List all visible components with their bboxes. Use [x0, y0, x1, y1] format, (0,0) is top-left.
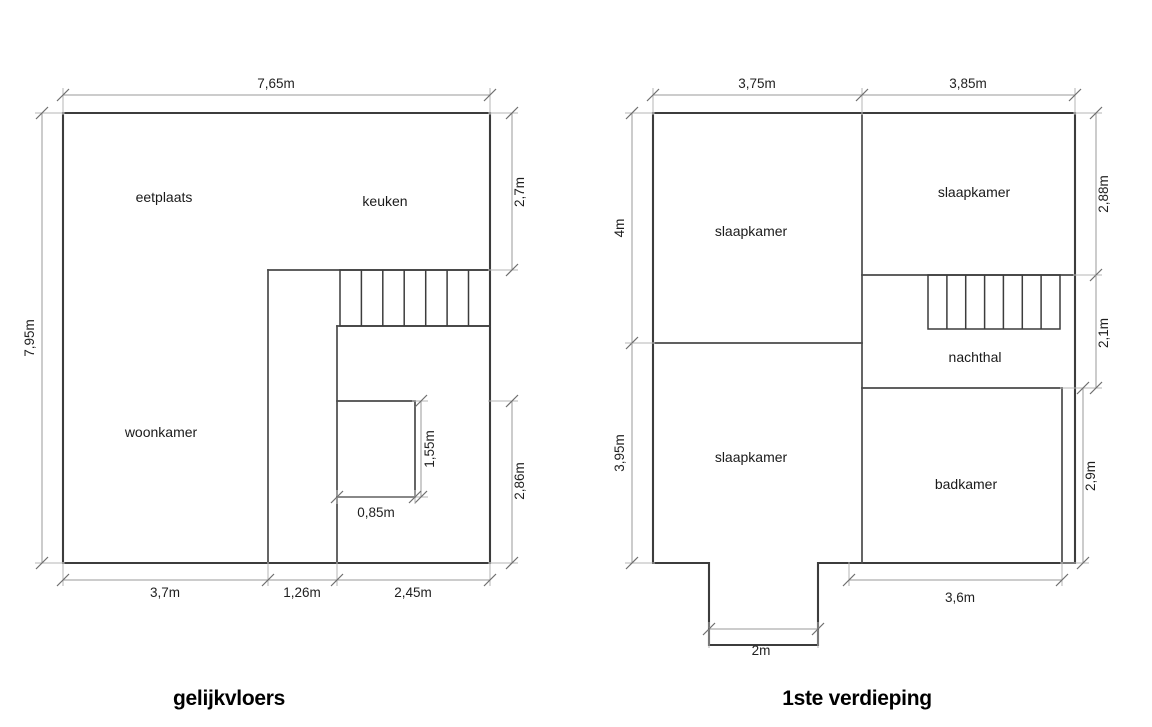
first-dim-right-mid-label: 2,1m	[1096, 318, 1111, 348]
ground-staircase	[339, 269, 491, 327]
room-label-slaapkamer-left-bottom: slaapkamer	[715, 449, 788, 465]
ground-dim-inner-height-label: 1,55m	[422, 430, 437, 468]
ground-dim-right-lower-label: 2,86m	[512, 462, 527, 500]
first-staircase	[927, 274, 1061, 330]
first-dim-top-right-label: 3,85m	[949, 76, 987, 91]
ground-dim-top: 7,65m	[56, 76, 497, 115]
first-floor-outline	[651, 111, 1077, 647]
first-dim-right-upper: 2,88m	[1073, 106, 1111, 282]
room-label-woonkamer: woonkamer	[124, 424, 198, 440]
room-label-keuken: keuken	[362, 193, 407, 209]
room-label-nachthal: nachthal	[949, 349, 1002, 365]
first-dim-right-lower: 2,9m	[1060, 381, 1098, 570]
first-dim-left-lower: 3,95m	[612, 343, 655, 570]
ground-dim-right-lower: 2,86m	[488, 394, 527, 570]
first-dim-notch: 2m	[702, 622, 825, 658]
first-dim-left-upper-label: 4m	[612, 219, 627, 238]
ground-wc-outline	[336, 400, 416, 498]
plan-title-gelijkvloers: gelijkvloers	[173, 687, 285, 710]
ground-floor-outline	[61, 111, 492, 565]
first-floor-plan: 3,75m 3,85m 4m 3,95m	[612, 76, 1111, 710]
ground-dim-top-label: 7,65m	[257, 76, 295, 91]
first-dim-top-left-label: 3,75m	[738, 76, 776, 91]
ground-dim-bottom-right-label: 2,45m	[394, 585, 432, 600]
first-dim-bottom-right: 3,6m	[842, 562, 1069, 605]
ground-dim-right-upper-label: 2,7m	[512, 177, 527, 207]
first-dim-notch-label: 2m	[752, 643, 771, 658]
room-label-slaapkamer-left-top: slaapkamer	[715, 223, 788, 239]
first-dim-top: 3,75m 3,85m	[646, 76, 1082, 115]
ground-dim-inner-height: 1,55m	[412, 394, 437, 504]
first-dim-bottom-right-label: 3,6m	[945, 590, 975, 605]
first-dim-left-upper: 4m	[612, 106, 655, 350]
ground-dim-inner-width-label: 0,85m	[357, 505, 395, 520]
ground-dim-right-upper: 2,7m	[488, 106, 527, 277]
ground-dim-left-label: 7,95m	[22, 319, 37, 357]
ground-dim-bottom-mid-label: 1,26m	[283, 585, 321, 600]
ground-floor-plan: 7,65m 7,95m 2,7m	[22, 76, 527, 710]
plan-title-1ste-verdieping: 1ste verdieping	[782, 687, 932, 710]
ground-dim-left: 7,95m	[22, 106, 65, 570]
first-dim-right-mid: 2,1m	[1073, 275, 1111, 395]
room-label-badkamer: badkamer	[935, 476, 998, 492]
room-label-slaapkamer-right-top: slaapkamer	[938, 184, 1011, 200]
first-dim-right-lower-label: 2,9m	[1083, 461, 1098, 491]
first-dim-left-lower-label: 3,95m	[612, 434, 627, 472]
first-dim-right-upper-label: 2,88m	[1096, 175, 1111, 213]
ground-dim-inner-width: 0,85m	[330, 490, 422, 520]
room-label-eetplaats: eetplaats	[136, 189, 193, 205]
ground-dim-bottom: 3,7m 1,26m 2,45m	[56, 562, 497, 600]
ground-dim-bottom-left-label: 3,7m	[150, 585, 180, 600]
